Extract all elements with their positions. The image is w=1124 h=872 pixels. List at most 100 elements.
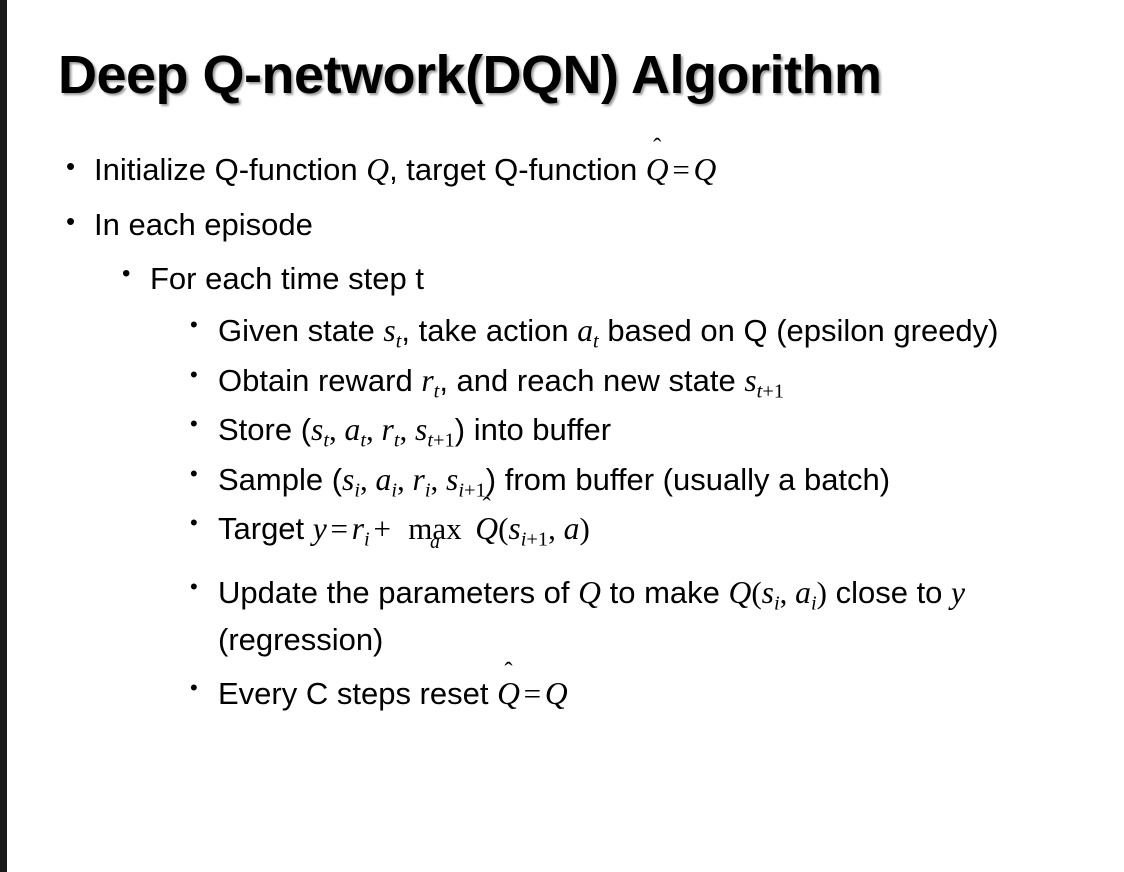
math-var-q: Q [578,574,601,610]
math-sub-i-plus-1: i+1 [521,529,548,551]
text-run: , target Q-function [389,152,646,187]
text-run: based on Q (epsilon greedy) [598,312,999,348]
text-run: Store ( [218,412,312,448]
text-run: Sample ( [218,461,343,497]
bullet-initialize-text: Initialize Q-function Q, target Q-functi… [94,148,1124,193]
text-run: ) from buffer (usually a batch) [485,461,891,497]
text-run: Given state [218,312,384,348]
math-sub-i: i [810,592,817,615]
math-var-q: Q [544,676,568,712]
math-var-q2: Q [693,152,717,187]
text-run: Update the parameters of [218,574,579,610]
math-sub-i: i [364,528,370,551]
comma: , [360,461,376,497]
text-run: ) into buffer [454,412,612,448]
paren-open: ( [498,511,509,547]
comma: , [548,511,564,547]
bullet-in-each-episode: • In each episode [0,203,1124,247]
math-var-a: a [577,312,594,348]
max-label: max [408,511,462,547]
bullet-every-c-steps: • Every C steps reset ̂Q=Q [0,672,1124,717]
bullet-store: • Store (st, at, rt, st+1) into buffer [0,408,1124,456]
sub-var: t [756,380,763,403]
math-sub-i: i [391,479,398,502]
math-var-r: r [421,362,434,398]
bullet-marker-icon: • [190,460,198,486]
math-sub-t: t [360,429,367,452]
math-var-a: a [344,412,361,448]
math-var-a: a [375,461,392,497]
text-run: to make [600,574,729,610]
sub-rest: +1 [762,380,785,403]
math-sub-t-plus-1: t+1 [757,380,784,402]
bullet-target: • Target y=ri+maxâQ(si+1, a) [0,507,1124,555]
comma: , [366,412,382,448]
math-equals: = [330,511,349,547]
math-var-s: s [342,461,355,497]
comma: , [399,412,416,448]
bullet-marker-icon: • [190,675,198,701]
bullet-marker-icon: • [190,311,198,337]
page-title: Deep Q-network(DQN) Algorithm [58,45,882,105]
sub-rest: +1 [464,479,486,502]
math-var-a: a [563,511,580,547]
math-var-r: r [412,461,425,497]
math-var-s: s [761,574,774,610]
bullet-every-c-steps-text: Every C steps reset ̂Q=Q [218,672,1124,717]
math-q-hat: ̂Q [475,507,498,552]
math-var: Q [645,152,669,187]
math-equals: = [672,152,690,187]
bullet-sample: • Sample (si, ai, ri, si+1) from buffer … [0,458,1124,506]
text-run: Obtain reward [218,362,422,398]
bullet-given-state: • Given state st, take action at based o… [0,309,1124,357]
math-sub-t: t [393,429,400,452]
slide-body: • Initialize Q-function Q, target Q-func… [0,148,1124,719]
math-sub-t: t [395,330,402,353]
bullet-initialize: • Initialize Q-function Q, target Q-func… [0,148,1124,193]
left-edge-strip [0,0,7,872]
comma: , [779,574,796,610]
math-var-a: a [795,574,811,610]
bullet-marker-icon: • [190,573,198,599]
math-var: Q [497,676,520,712]
math-var-s: s [508,511,521,547]
bullet-store-text: Store (st, at, rt, st+1) into buffer [218,408,1124,456]
bullet-target-text: Target y=ri+maxâQ(si+1, a) [218,507,1124,555]
math-var-s: s [311,412,324,448]
math-var-q2: Q [728,574,752,610]
math-var-s: s [744,362,757,398]
math-q-hat: ̂Q [646,148,669,193]
bullet-marker-icon: • [190,411,198,437]
comma: , [397,461,413,497]
bullet-obtain-reward-text: Obtain reward rt, and reach new state st… [218,359,1124,407]
math-sub-t: t [433,380,440,403]
math-q-hat: ̂Q [497,672,520,717]
sub-rest: +1 [526,528,549,551]
bullet-for-each-time-step: • For each time step t [0,257,1124,301]
sub-var: t [427,429,434,452]
math-sub-i: i [773,592,780,615]
math-var-r: r [351,511,365,547]
bullet-marker-icon: • [66,151,76,181]
sub-rest: +1 [433,429,455,452]
math-sub-i: i [424,479,431,502]
comma: , [430,461,447,497]
math-var-q: Q [366,152,390,187]
bullet-marker-icon: • [66,205,76,236]
math-equals: = [523,676,542,712]
max-subscript: a [429,531,440,554]
text-run: Every C steps reset [218,676,498,712]
math-sub-t: t [323,429,330,452]
bullet-update: • Update the parameters of Q to make Q(s… [0,571,1124,663]
bullet-marker-icon: • [190,361,198,387]
math-var-y: y [951,574,966,610]
math-sub-i: i [354,479,361,502]
text-run: , and reach new state [439,362,745,398]
math-var-s: s [383,312,396,348]
text-run: (regression) [218,622,384,658]
math-var-y: y [312,511,327,547]
math-plus: + [373,511,391,547]
bullet-marker-icon: • [122,259,131,287]
math-sub-t: t [593,330,599,353]
